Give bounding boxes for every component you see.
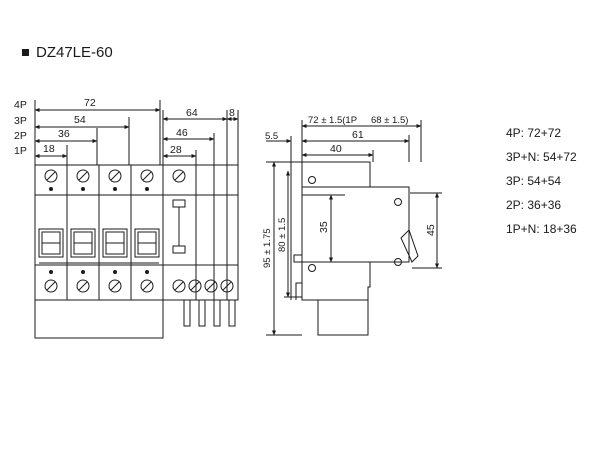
dim-label-35: 35 (318, 221, 330, 233)
dim-label-95: 95 ± 1.75 (262, 228, 273, 268)
front-view (34, 100, 239, 339)
rcd-pin-1 (183, 299, 191, 327)
din-clip (293, 254, 303, 263)
dot-top-3 (113, 187, 117, 191)
din-hook (295, 282, 302, 300)
rcd-screw-bottom-1-icon (172, 279, 186, 293)
side-view (266, 120, 442, 336)
top-screws (44, 169, 186, 183)
dim-label-5p5: 5.5 (265, 131, 278, 142)
dim-label-80: 80 ± 1.5 (277, 218, 288, 252)
dim-label-68-rcd: 68 ± 1.5) (371, 115, 408, 126)
spec-1p-n: 1P+N: 18+36 (506, 222, 577, 236)
dim-label-46: 46 (176, 127, 188, 139)
screw-top-1-icon (44, 169, 58, 183)
screw-bottom-4-icon (140, 279, 154, 293)
label-4p: 4P (14, 99, 27, 111)
label-1p: 1P (14, 145, 27, 157)
side-hole-1 (308, 176, 316, 184)
dim-label-64: 64 (186, 107, 198, 119)
rcd-screw-bottom-2-icon (188, 279, 202, 293)
rcd-pin-4 (228, 299, 236, 327)
handle-4 (134, 228, 160, 258)
side-hole-3 (394, 198, 402, 206)
screw-top-2-icon (76, 169, 90, 183)
dim-label-72: 72 (84, 97, 96, 109)
rcd-toggle-bottom (172, 245, 186, 254)
screw-bottom-2-icon (76, 279, 90, 293)
dim-label-8: 8 (229, 107, 235, 119)
handle-1 (38, 228, 64, 258)
side-handle (400, 229, 419, 263)
rcd-pin-3 (213, 299, 221, 327)
spec-3p: 3P: 54+54 (506, 174, 562, 188)
handles (38, 228, 160, 264)
handle-2 (70, 228, 96, 258)
bottom-dots (49, 270, 149, 274)
dim-label-18: 18 (43, 143, 55, 155)
rcd-toggle-top (172, 199, 186, 208)
model-name: DZ47LE-60 (36, 44, 113, 61)
breaker-base (34, 299, 164, 339)
label-2p: 2P (14, 130, 27, 142)
dot-bottom-3 (113, 270, 117, 274)
rcd-pin-2 (198, 299, 206, 327)
dim-label-40: 40 (330, 143, 342, 155)
label-3p: 3P (14, 115, 27, 127)
dim-label-28: 28 (170, 144, 182, 156)
screw-bottom-1-icon (44, 279, 58, 293)
top-dots (49, 187, 149, 191)
dim-label-54: 54 (74, 114, 86, 126)
spec-4p: 4P: 72+72 (506, 126, 562, 140)
rcd-screw-top-icon (172, 169, 186, 183)
dot-bottom-4 (145, 270, 149, 274)
screw-top-4-icon (140, 169, 154, 183)
rcd-screw-bottom-3-icon (204, 279, 218, 293)
dot-bottom-2 (81, 270, 85, 274)
side-hole-2 (308, 264, 316, 272)
dim-label-72-1p: 72 ± 1.5(1P (308, 115, 357, 126)
dim-label-61: 61 (352, 129, 364, 141)
handle-3 (102, 228, 128, 258)
screw-top-3-icon (108, 169, 122, 183)
dot-top-4 (145, 187, 149, 191)
dot-top-2 (81, 187, 85, 191)
side-profile-outline (301, 161, 410, 336)
dot-top-1 (49, 187, 53, 191)
spec-2p: 2P: 36+36 (506, 198, 562, 212)
dim-label-36: 36 (58, 128, 70, 140)
rcd-screw-bottom-4-icon (220, 279, 234, 293)
bullet-square-icon (22, 49, 29, 56)
dim-label-45: 45 (425, 224, 437, 236)
spec-3p-n: 3P+N: 54+72 (506, 150, 577, 164)
dot-bottom-1 (49, 270, 53, 274)
bottom-screws (44, 279, 234, 293)
screw-bottom-3-icon (108, 279, 122, 293)
page-title: DZ47LE-60 (22, 44, 113, 61)
side-hole-4 (394, 258, 402, 266)
